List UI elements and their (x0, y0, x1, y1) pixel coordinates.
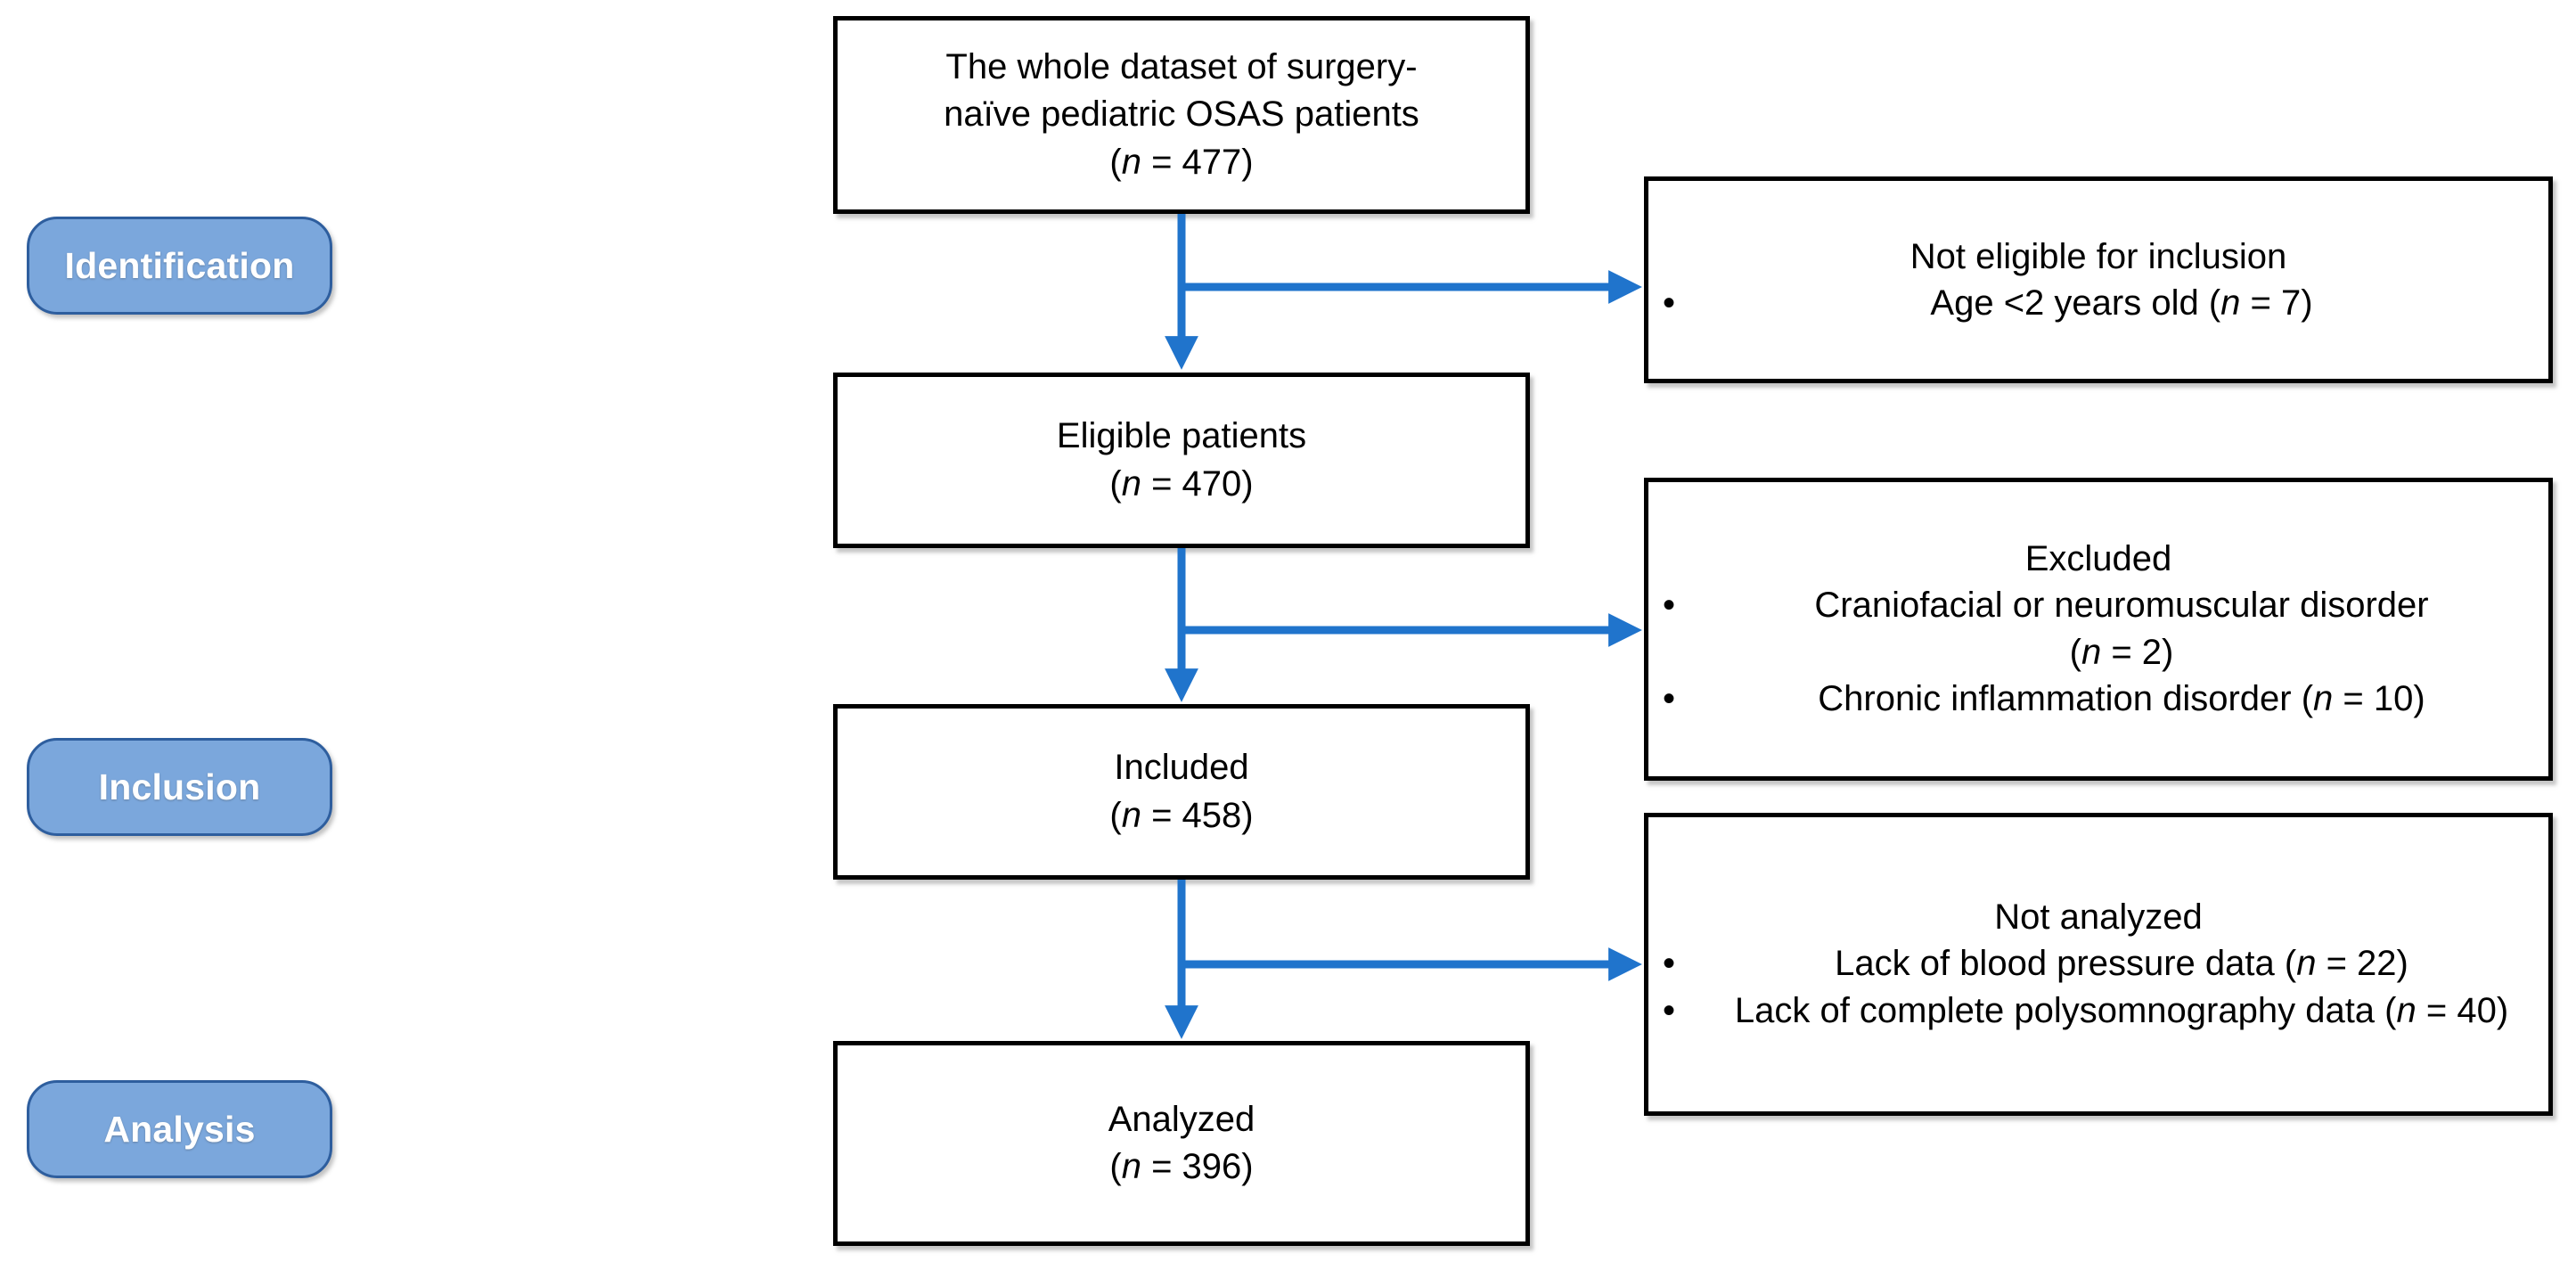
flow-box-whole-dataset[interactable]: The whole dataset of surgery- naïve pedi… (833, 16, 1530, 214)
side-box-not-eligible[interactable]: Not eligible for inclusion • Age <2 year… (1644, 176, 2553, 383)
phase-label-inclusion: Inclusion (98, 766, 261, 807)
bullet-item: • Craniofacial or neuromuscular disorder… (1663, 582, 2534, 676)
flow-box-line: naïve pediatric OSAS patients (944, 94, 1419, 135)
bullet-dot-icon: • (1663, 944, 1676, 984)
flow-box-count: (n = 396) (1109, 1147, 1254, 1186)
bullet-dot-icon: • (1663, 585, 1676, 625)
side-box-bullet-list: • Age <2 years old (n = 7) (1663, 280, 2534, 327)
count-value: 470 (1182, 463, 1242, 504)
side-box-title: Excluded (2024, 538, 2172, 578)
bullet-dot-icon: • (1663, 283, 1676, 323)
bullet-item: • Lack of blood pressure data (n = 22) (1663, 940, 2534, 987)
count-value: 40 (2457, 991, 2497, 1030)
n-symbol: n (1121, 142, 1141, 182)
flow-box-line: The whole dataset of surgery- (945, 47, 1418, 87)
n-symbol: n (2396, 991, 2417, 1030)
bullet-text: Chronic inflammation disorder (n = 10) (1818, 679, 2425, 719)
flow-box-count: (n = 477) (1109, 142, 1254, 182)
flow-box-line: Analyzed (1108, 1099, 1255, 1139)
side-box-title: Not eligible for inclusion (1910, 236, 2287, 276)
phase-pill-identification[interactable]: Identification (27, 217, 332, 315)
n-symbol: n (2296, 944, 2317, 984)
n-symbol: n (2081, 632, 2102, 672)
phase-pill-analysis[interactable]: Analysis (27, 1080, 332, 1178)
bullet-dot-icon: • (1663, 679, 1676, 719)
side-box-not-analyzed[interactable]: Not analyzed • Lack of blood pressure da… (1644, 813, 2553, 1116)
n-symbol: n (1121, 795, 1141, 835)
n-symbol: n (2313, 679, 2334, 719)
phase-pill-inclusion[interactable]: Inclusion (27, 738, 332, 836)
bullet-text: Craniofacial or neuromuscular disorder(n… (1814, 585, 2429, 672)
flow-box-included[interactable]: Included (n = 458) (833, 704, 1530, 880)
n-symbol: n (2220, 283, 2241, 323)
flow-box-eligible-patients[interactable]: Eligible patients (n = 470) (833, 373, 1530, 548)
flow-box-line: Eligible patients (1056, 416, 1307, 456)
phase-label-analysis: Analysis (103, 1108, 256, 1150)
flow-box-line: Included (1114, 748, 1249, 788)
flow-box-analyzed[interactable]: Analyzed (n = 396) (833, 1041, 1530, 1246)
count-value: 7 (2281, 283, 2302, 323)
bullet-text: Lack of blood pressure data (n = 22) (1835, 944, 2408, 984)
bullet-dot-icon: • (1663, 991, 1676, 1030)
n-symbol: n (1121, 463, 1141, 504)
flow-box-count: (n = 458) (1109, 795, 1254, 835)
bullet-item: • Chronic inflammation disorder (n = 10) (1663, 676, 2534, 723)
bullet-item: • Age <2 years old (n = 7) (1663, 280, 2534, 327)
phase-label-identification: Identification (64, 244, 295, 286)
bullet-item: • Lack of complete polysomnography data … (1663, 987, 2534, 1035)
side-box-bullet-list: • Lack of blood pressure data (n = 22) •… (1663, 940, 2534, 1035)
side-box-excluded[interactable]: Excluded • Craniofacial or neuromuscular… (1644, 478, 2553, 781)
n-symbol: n (1121, 1147, 1141, 1186)
flow-box-count: (n = 470) (1109, 463, 1254, 504)
count-value: 22 (2357, 944, 2397, 984)
side-box-bullet-list: • Craniofacial or neuromuscular disorder… (1663, 582, 2534, 723)
count-value: 2 (2141, 632, 2163, 672)
bullet-text: Age <2 years old (n = 7) (1930, 283, 2313, 323)
count-value: 10 (2373, 679, 2414, 719)
bullet-text: Lack of complete polysomnography data (n… (1734, 991, 2509, 1030)
count-value: 396 (1182, 1147, 1242, 1186)
side-box-title: Not analyzed (1994, 897, 2203, 938)
count-value: 458 (1182, 795, 1242, 835)
count-value: 477 (1182, 142, 1242, 182)
